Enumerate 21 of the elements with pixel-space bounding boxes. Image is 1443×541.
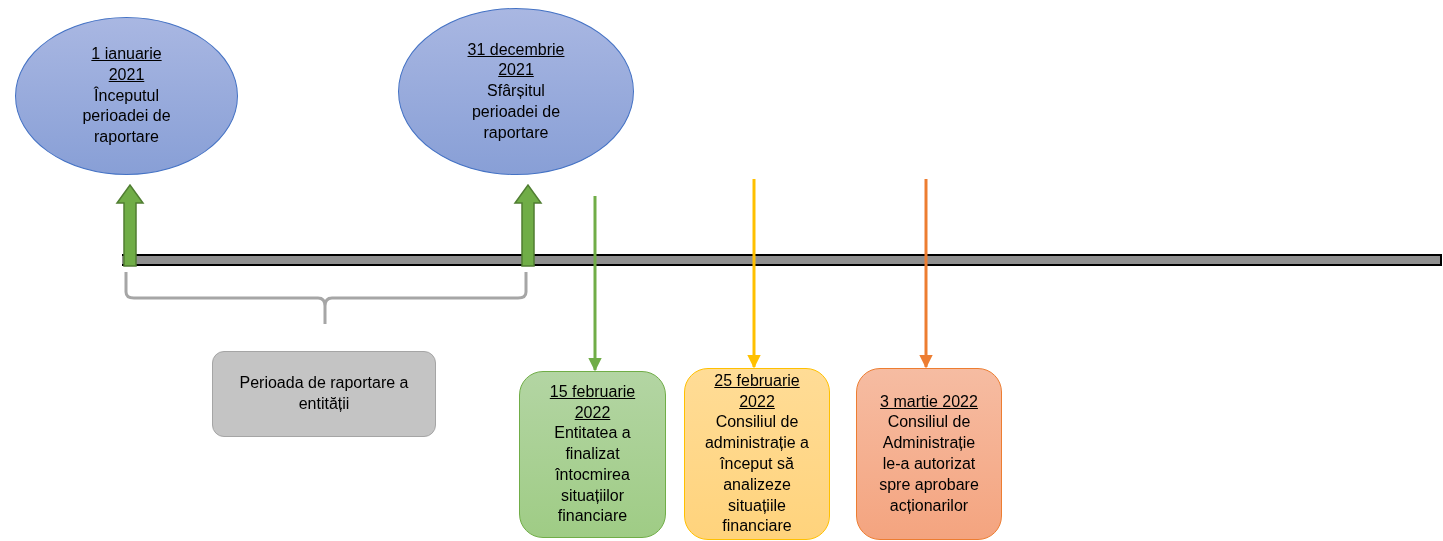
date-heading: 1 ianuarie 2021 [90,44,163,85]
block-arrow [115,183,145,267]
description-text: Perioada de raportare a entității [238,373,410,414]
date-heading: 25 februarie 2022 [713,370,801,412]
period-box [212,351,436,437]
description-text: Începutul perioadei de raportare [81,85,172,148]
date-heading: 3 martie 2022 [880,391,978,412]
event-box [684,368,830,540]
description-text: Consiliul de administrație a început să analizeze situațiile financiare [703,412,810,537]
arrow [588,196,602,372]
date-heading: 15 februarie 2022 [548,381,637,423]
description-text: Consiliul de Administrație le-a autorizat spre aprobare acționarilor [878,412,980,516]
timeline-bar [122,254,1442,266]
event-box [519,371,666,538]
event-box [856,368,1002,540]
block-arrow [513,183,543,267]
description-text: Entitatea a finalizat întocmirea situațiilor financiare [553,423,632,527]
arrow [747,179,761,369]
arrow [919,179,933,369]
date-heading: 31 decembrie 2021 [466,39,566,81]
description-text: Sfârșitul perioadei de raportare [470,81,562,143]
